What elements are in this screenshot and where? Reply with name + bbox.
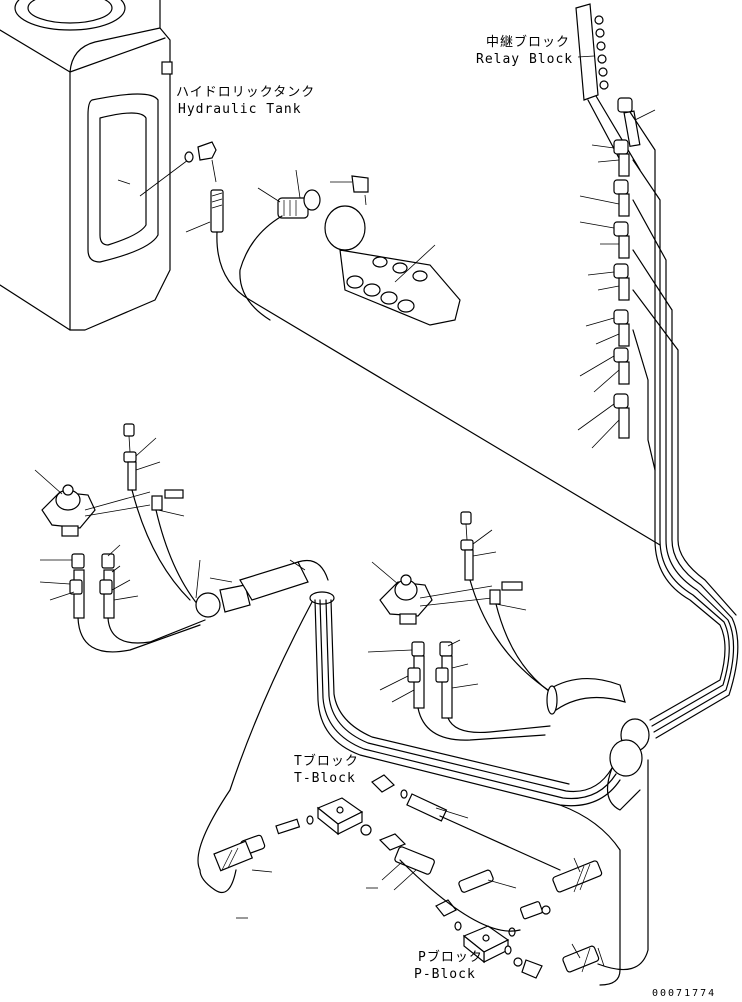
tank-return-hose — [216, 231, 661, 546]
left-clamp-bellows — [195, 559, 335, 618]
central-hose-bundle — [197, 599, 621, 986]
main-hose-bundle — [629, 111, 739, 739]
block-connecting-hoses — [199, 759, 649, 971]
t-block-assembly — [213, 774, 469, 919]
hydraulic-tank-label-en: Hydraulic Tank — [178, 102, 302, 117]
right-valve-fittings — [367, 639, 479, 719]
hydraulic-tank — [0, 0, 189, 331]
p-block-label-en: P-Block — [414, 967, 476, 982]
hydraulic-tank-label-jp: ハイドロリックタンク — [176, 85, 316, 100]
right-pilot-valve — [371, 511, 527, 625]
relay-block-label-en: Relay Block — [476, 52, 574, 67]
t-block-label-jp: Tブロック — [294, 754, 359, 769]
tank-fittings — [184, 141, 224, 233]
document-number: 00071774 — [652, 988, 717, 999]
p-block-assembly — [435, 857, 605, 979]
p-block-label-jp: Pブロック — [418, 950, 483, 965]
t-block-label-en: T-Block — [294, 771, 356, 786]
solenoid-valve-assembly — [239, 169, 461, 326]
relay-block — [575, 3, 641, 171]
left-valve-fittings — [39, 544, 139, 619]
relay-block-label-jp: 中継ブロック — [486, 35, 571, 50]
left-valve-hoses — [77, 489, 206, 653]
right-valve-hoses — [417, 579, 650, 777]
relay-hose-ends — [577, 97, 656, 449]
left-pilot-valve — [34, 423, 185, 537]
